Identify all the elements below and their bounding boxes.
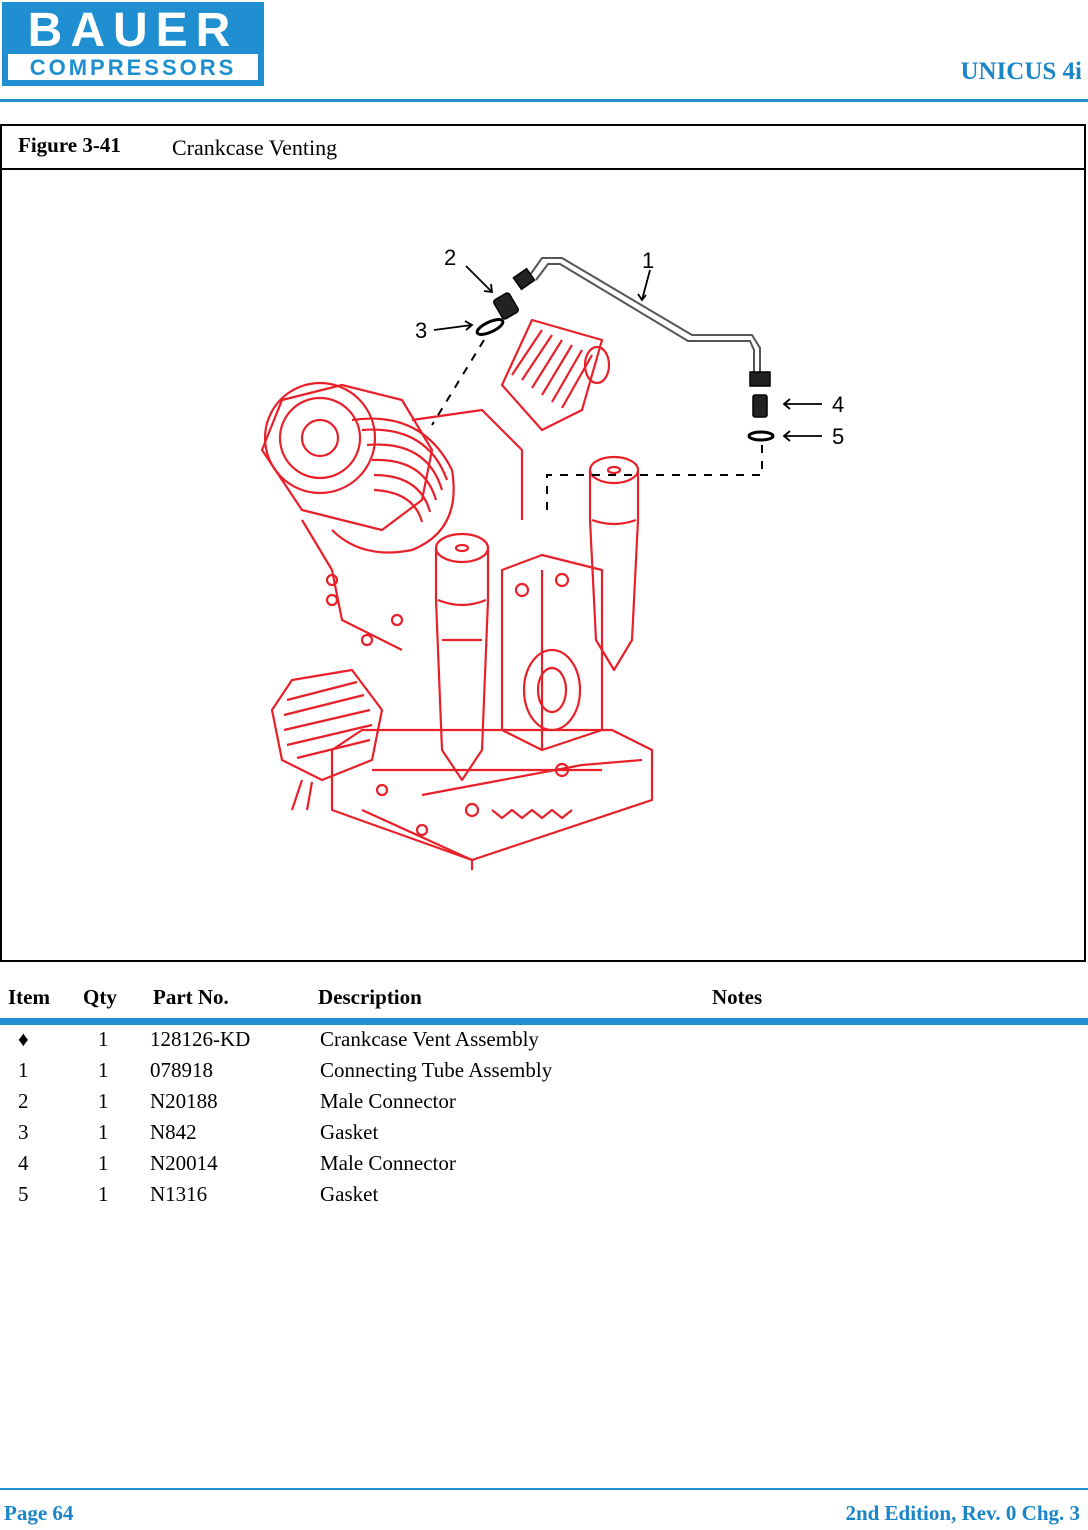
cell-qty: 1 — [98, 1027, 109, 1051]
alignment-dashes — [431, 339, 763, 515]
cell-item: 3 — [18, 1120, 29, 1144]
callout-1: 1 — [642, 248, 654, 273]
cell-qty: 1 — [98, 1058, 109, 1082]
callout-arrows — [433, 265, 822, 442]
table-row: 5 1 N1316 Gasket — [0, 1182, 1088, 1213]
table-row: 1 1 078918 Connecting Tube Assembly — [0, 1058, 1088, 1089]
model-title: UNICUS 4i — [960, 58, 1082, 85]
cell-qty: 1 — [98, 1182, 109, 1206]
cell-part-no: N20014 — [150, 1151, 218, 1175]
logo-subtitle: COMPRESSORS — [8, 54, 258, 80]
callout-4: 4 — [832, 392, 844, 417]
cell-qty: 1 — [98, 1089, 109, 1113]
col-notes: Notes — [712, 985, 763, 1009]
callout-5: 5 — [832, 424, 844, 449]
col-part-no: Part No. — [153, 985, 229, 1009]
crankcase-venting-illustration: 2 3 1 4 5 — [260, 245, 844, 870]
cell-item: 4 — [18, 1151, 29, 1175]
logo-wordmark: BAUER — [27, 4, 239, 57]
cell-part-no: N20188 — [150, 1089, 218, 1113]
cell-item: ♦ — [18, 1027, 29, 1051]
table-row: ♦ 1 128126-KD Crankcase Vent Assembly — [0, 1027, 1088, 1058]
page-number: Page 64 — [4, 1501, 74, 1525]
col-qty: Qty — [83, 985, 117, 1009]
fittings — [475, 267, 775, 442]
table-row: 4 1 N20014 Male Connector — [0, 1151, 1088, 1182]
cell-description: Male Connector — [320, 1151, 456, 1175]
cell-part-no: N1316 — [150, 1182, 208, 1206]
col-description: Description — [318, 985, 422, 1009]
cell-description: Gasket — [320, 1120, 379, 1144]
table-divider — [0, 1018, 1088, 1025]
connecting-tube — [529, 257, 761, 375]
edition-info: 2nd Edition, Rev. 0 Chg. 3 — [845, 1501, 1080, 1525]
callout-labels: 2 3 1 4 5 — [415, 245, 844, 449]
cell-item: 2 — [18, 1089, 29, 1113]
cell-description: Connecting Tube Assembly — [320, 1058, 553, 1082]
figure-header: Figure 3-41 Crankcase Venting — [2, 126, 1084, 170]
footer-divider — [0, 1488, 1088, 1490]
callout-2: 2 — [444, 245, 456, 270]
cell-description: Crankcase Vent Assembly — [320, 1027, 539, 1051]
bauer-logo: BAUER COMPRESSORS — [2, 2, 264, 86]
cell-part-no: N842 — [150, 1120, 197, 1144]
cell-part-no: 128126-KD — [150, 1027, 251, 1051]
cell-item: 1 — [18, 1058, 29, 1082]
cell-description: Gasket — [320, 1182, 379, 1206]
cell-qty: 1 — [98, 1120, 109, 1144]
figure-panel: Figure 3-41 Crankcase Venting — [0, 124, 1086, 962]
compressor-drawing — [260, 318, 654, 870]
cell-qty: 1 — [98, 1151, 109, 1175]
header-divider — [0, 99, 1088, 102]
table-row: 2 1 N20188 Male Connector — [0, 1089, 1088, 1120]
col-item: Item — [8, 985, 50, 1009]
cell-item: 5 — [18, 1182, 29, 1206]
figure-number: Figure 3-41 — [18, 133, 121, 157]
cell-description: Male Connector — [320, 1089, 456, 1113]
table-row: 3 1 N842 Gasket — [0, 1120, 1088, 1151]
figure-title: Crankcase Venting — [172, 135, 338, 160]
callout-3: 3 — [415, 318, 427, 343]
cell-part-no: 078918 — [150, 1058, 213, 1082]
